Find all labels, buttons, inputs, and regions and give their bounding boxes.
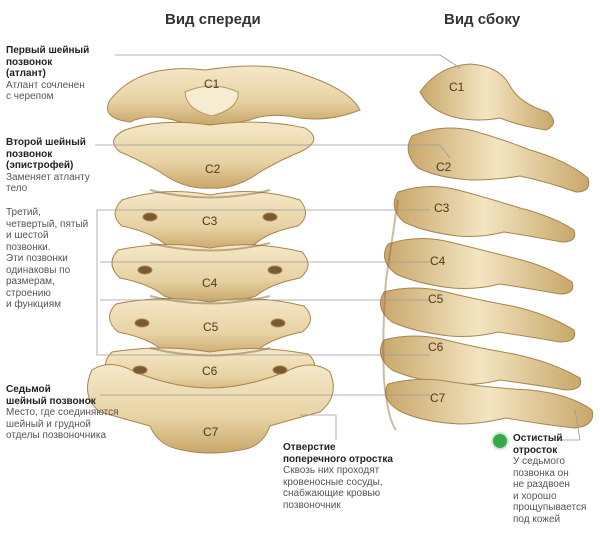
caption-c7-desc-1: Место, где соединяются xyxy=(6,407,119,418)
caption-c3-c6-line-7: размерам, xyxy=(6,276,55,287)
side-label-c1: C1 xyxy=(449,80,465,94)
caption-c1-title-3: (атлант) xyxy=(6,68,46,79)
caption-c3-c6-line-9: и функциям xyxy=(6,299,61,310)
side-view-spine xyxy=(379,63,594,431)
caption-c3-c6-line-5: Эти позвонки xyxy=(6,253,68,264)
front-label-c5: C5 xyxy=(203,320,219,334)
caption-spinous-desc-5: прощупывается xyxy=(513,502,587,513)
caption-c3-c6-line-1: Третий, xyxy=(6,207,41,218)
side-label-c3: C3 xyxy=(434,201,450,215)
caption-c7: Седьмой шейный позвонок Место, где соеди… xyxy=(6,384,126,442)
caption-c2-title-1: Второй шейный xyxy=(6,137,86,148)
caption-transverse-foramen: Отверстие поперечного отростка Сквозь ни… xyxy=(283,442,408,511)
front-label-c7: C7 xyxy=(203,425,219,439)
front-view-title: Вид спереди xyxy=(165,11,261,28)
caption-c3-c6-line-2: четвертый, пятый xyxy=(6,218,89,230)
caption-c3-c6-line-4: позвонки. xyxy=(6,241,51,253)
caption-c1-desc-2: с черепом xyxy=(6,91,54,102)
front-label-c3: C3 xyxy=(202,214,218,228)
caption-c1-title-1: Первый шейный xyxy=(6,45,90,56)
caption-spinous-desc-4: и хорошо xyxy=(513,490,557,502)
caption-c3-c6: Третий, четвертый, пятый и шестой позвон… xyxy=(6,207,96,311)
side-label-c2: C2 xyxy=(436,160,452,174)
caption-c3-c6-line-8: строению xyxy=(6,287,51,299)
caption-spinous-title-1: Остистый xyxy=(513,433,563,444)
side-view-title: Вид сбоку xyxy=(444,11,521,28)
leader-lines xyxy=(95,54,581,441)
caption-spinous-desc-3: не раздвоен xyxy=(513,479,570,490)
caption-c7-desc-2: шейный и грудной xyxy=(6,418,91,430)
front-label-c4: C4 xyxy=(202,276,218,290)
caption-spinous-desc-6: под кожей xyxy=(513,513,561,525)
side-label-c5: C5 xyxy=(428,292,444,306)
caption-foramen-desc-3: снабжающие кровью xyxy=(283,488,381,499)
caption-c7-title-1: Седьмой xyxy=(6,384,51,395)
side-label-c4: C4 xyxy=(430,254,446,268)
caption-c1-desc-1: Атлант сочленен xyxy=(6,79,85,91)
caption-c1: Первый шейный позвонок (атлант) Атлант с… xyxy=(6,45,116,103)
caption-c1-title-2: позвонок xyxy=(6,56,53,68)
caption-spinous-process: Остистый отросток У седьмого позвонка он… xyxy=(513,433,598,525)
caption-c7-title-2: шейный позвонок xyxy=(6,395,96,407)
caption-foramen-title-1: Отверстие xyxy=(283,442,336,453)
caption-c2: Второй шейный позвонок (эпистрофей) Заме… xyxy=(6,137,106,195)
side-label-c7: C7 xyxy=(430,391,446,405)
caption-c2-desc-1: Заменяет атланту xyxy=(6,171,90,183)
caption-c2-title-3: (эпистрофей) xyxy=(6,160,74,171)
caption-spinous-desc-1: У седьмого xyxy=(513,456,565,467)
caption-foramen-desc-4: позвоночник xyxy=(283,499,341,511)
side-label-c6: C6 xyxy=(428,340,444,354)
caption-foramen-desc-1: Сквозь них проходят xyxy=(283,465,380,476)
caption-c2-title-2: позвонок xyxy=(6,148,53,160)
caption-c7-desc-3: отделы позвоночника xyxy=(6,430,107,441)
front-view-spine xyxy=(87,65,361,454)
spinous-process-badge-icon xyxy=(491,432,509,450)
front-label-c1: C1 xyxy=(204,77,220,91)
caption-foramen-desc-2: кровеносные сосуды, xyxy=(283,476,383,488)
caption-c3-c6-line-3: и шестой xyxy=(6,230,49,241)
caption-foramen-title-2: поперечного отростка xyxy=(283,453,393,465)
caption-c2-desc-2: тело xyxy=(6,183,28,194)
front-label-c2: C2 xyxy=(205,162,221,176)
caption-spinous-desc-2: позвонка он xyxy=(513,467,569,479)
caption-spinous-title-2: отросток xyxy=(513,444,558,456)
front-label-c6: C6 xyxy=(202,364,218,378)
caption-c3-c6-line-6: одинаковы по xyxy=(6,264,71,276)
